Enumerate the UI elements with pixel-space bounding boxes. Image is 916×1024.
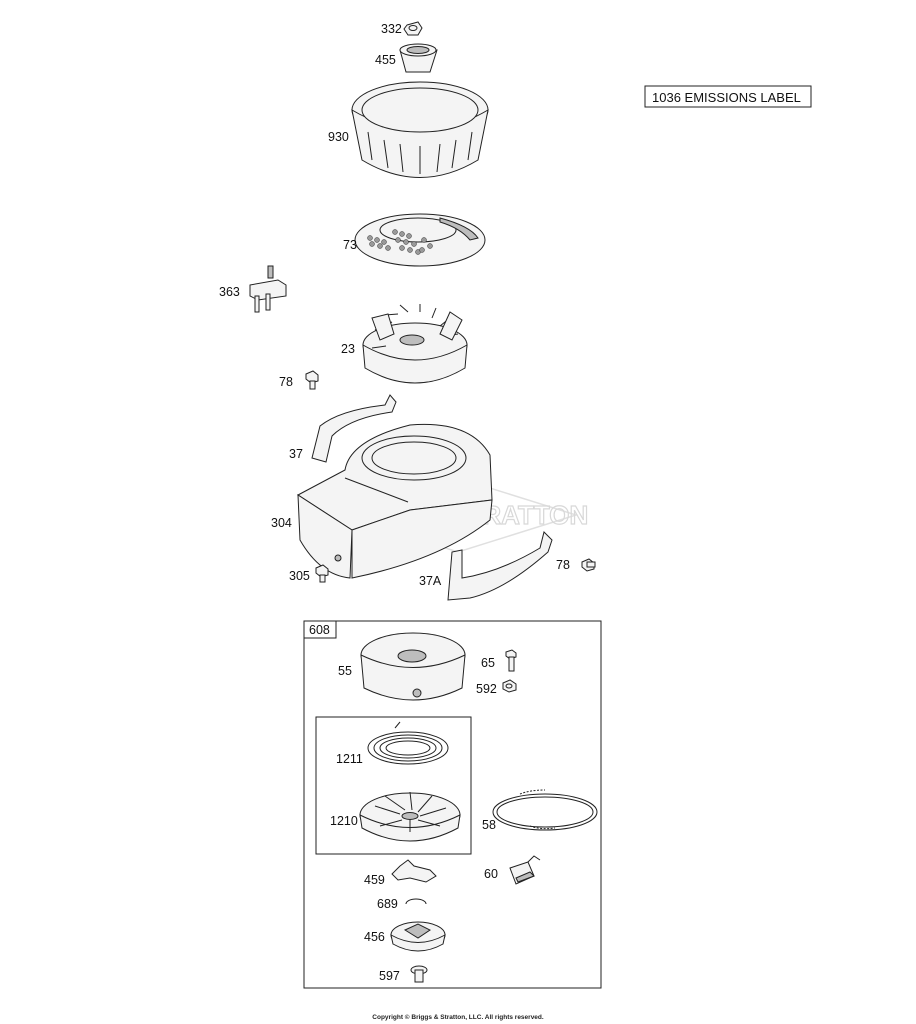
- part-73-grille: [354, 213, 486, 267]
- part-number-456: 456: [364, 930, 385, 944]
- emissions-label-box: 1036 EMISSIONS LABEL: [644, 85, 812, 108]
- part-58-rope: [492, 789, 598, 831]
- part-number-597: 597: [379, 969, 400, 983]
- part-597-screw: [410, 965, 428, 983]
- part-1210-pulley: [359, 791, 461, 842]
- part-number-363: 363: [219, 285, 240, 299]
- part-592-nut: [502, 679, 517, 693]
- part-number-23: 23: [341, 342, 355, 356]
- group-box-608: 608: [303, 620, 602, 989]
- group-box-608-label: 608: [309, 623, 330, 637]
- part-689-clip: [405, 898, 427, 905]
- part-37-baffle: [311, 394, 397, 463]
- part-number-60: 60: [484, 867, 498, 881]
- part-number-73: 73: [343, 238, 357, 252]
- part-number-78-upper: 78: [279, 375, 293, 389]
- part-78-screw-upper: [305, 370, 319, 390]
- part-332-nut: [403, 21, 423, 36]
- copyright-notice: Copyright © Briggs & Stratton, LLC. All …: [372, 1013, 544, 1021]
- part-number-592: 592: [476, 682, 497, 696]
- part-930-screen-ring: [351, 81, 489, 178]
- part-455-cup: [399, 43, 438, 73]
- part-number-930: 930: [328, 130, 349, 144]
- part-1211-spring: [367, 721, 449, 765]
- part-number-37a: 37A: [419, 574, 442, 588]
- part-number-58: 58: [482, 818, 496, 832]
- part-number-55: 55: [338, 664, 352, 678]
- part-456-retainer: [390, 921, 446, 952]
- part-459-dog: [391, 859, 437, 883]
- part-60-handle: [509, 855, 541, 885]
- part-65-screw: [505, 649, 517, 672]
- part-number-305: 305: [289, 569, 310, 583]
- part-number-78-lower: 78: [556, 558, 570, 572]
- part-363-bracket: [249, 265, 287, 313]
- part-55-starter-housing: [360, 632, 466, 701]
- subgroup-box: [315, 716, 472, 855]
- part-number-332: 332: [381, 22, 402, 36]
- part-number-304: 304: [271, 516, 292, 530]
- part-number-1210: 1210: [330, 814, 358, 828]
- part-78-screw-lower: [581, 558, 596, 572]
- part-305-screw: [315, 564, 329, 583]
- part-number-1211: 1211: [336, 752, 363, 766]
- part-number-37: 37: [289, 447, 303, 461]
- part-number-455: 455: [375, 53, 396, 67]
- part-23-flywheel: [362, 304, 468, 384]
- part-37a-baffle: [447, 531, 553, 601]
- emissions-label-text: 1036 EMISSIONS LABEL: [652, 90, 801, 105]
- part-number-459: 459: [364, 873, 385, 887]
- part-number-689: 689: [377, 897, 398, 911]
- part-number-65: 65: [481, 656, 495, 670]
- part-304-blower-housing: [297, 423, 493, 579]
